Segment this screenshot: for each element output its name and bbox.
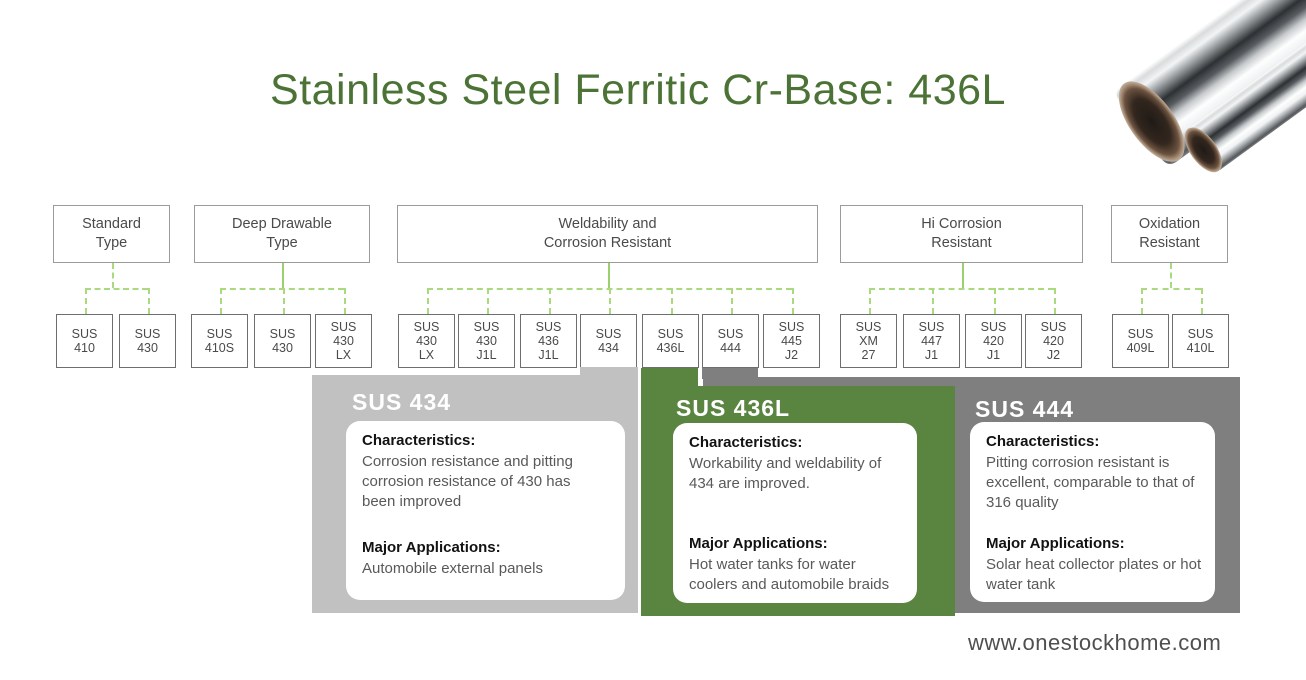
applications-text: Hot water tanks for water coolers and au… (689, 556, 890, 593)
card-heading-sus-436l: SUS 436L (676, 395, 791, 421)
characteristics-text: Workability and weldability of 434 are i… (689, 455, 882, 492)
sus-box-sus-xm-27: SUS XM 27 (840, 314, 897, 368)
website-url: www.onestockhome.com (968, 630, 1222, 655)
sus-436l-card: SUS 436L Characteristics: Workability an… (641, 386, 955, 616)
applications-label: Major Applications: (689, 535, 828, 552)
sus-box-sus-420-j2: SUS 420 J2 (1025, 314, 1082, 368)
sus-box-sus-436-j1l: SUS 436 J1L (520, 314, 577, 368)
sus-box-sus-430-lx: SUS 430 LX (315, 314, 372, 368)
connector-drop (791, 288, 794, 314)
connector-drop (670, 288, 673, 314)
sus-box-sus-434: SUS 434 (580, 314, 637, 368)
characteristics-label: Characteristics: (986, 433, 1100, 450)
sus-box-sus-420-j1: SUS 420 J1 (965, 314, 1022, 368)
category-box-2: Weldability and Corrosion Resistant (397, 205, 818, 263)
sus-436l-connector-tab (641, 368, 698, 388)
connector-drop (868, 288, 871, 314)
sus-box-sus-410s: SUS 410S (191, 314, 248, 368)
connector-drop (1200, 288, 1203, 314)
characteristics-label: Characteristics: (689, 434, 803, 451)
characteristics-text: Pitting corrosion resistant is excellent… (986, 454, 1195, 511)
sus-box-sus-447-j1: SUS 447 J1 (903, 314, 960, 368)
connector-stub (111, 263, 114, 288)
connector-drop (219, 288, 222, 314)
page-title: Stainless Steel Ferritic Cr-Base: 436L (270, 66, 1006, 114)
connector-drop (147, 288, 150, 314)
connector-drop (548, 288, 551, 314)
sus-box-sus-410: SUS 410 (56, 314, 113, 368)
pipe-opening-icon (1106, 70, 1198, 173)
characteristics-label: Characteristics: (362, 432, 476, 449)
connector-stub (961, 263, 964, 288)
connector-rail (219, 288, 344, 290)
sus-box-sus-430: SUS 430 (254, 314, 311, 368)
connector-stub (282, 263, 284, 288)
card-heading-sus-434: SUS 434 (352, 389, 452, 415)
card-panel: Characteristics: Corrosion resistance an… (346, 421, 625, 600)
connector-drop (84, 288, 87, 314)
connector-stub (607, 263, 610, 288)
card-panel: Characteristics: Workability and weldabi… (673, 423, 917, 603)
characteristics-text: Corrosion resistance and pitting corrosi… (362, 453, 573, 510)
connector-drop (282, 288, 285, 314)
sus-box-sus-430-j1l: SUS 430 J1L (458, 314, 515, 368)
card-panel: Characteristics: Pitting corrosion resis… (970, 422, 1215, 602)
connector-drop (931, 288, 934, 314)
sus-434-card: SUS 434 Characteristics: Corrosion resis… (312, 375, 638, 613)
sus-box-sus-430: SUS 430 (119, 314, 176, 368)
applications-text: Solar heat collector plates or hot water… (986, 556, 1202, 593)
category-box-0: Standard Type (53, 205, 170, 263)
card-heading-sus-444: SUS 444 (975, 396, 1075, 422)
sus-box-sus-445-j2: SUS 445 J2 (763, 314, 820, 368)
applications-label: Major Applications: (362, 539, 501, 556)
sus-444-connector-tab (702, 368, 758, 379)
connector-rail (868, 288, 1054, 290)
connector-rail (1140, 288, 1201, 290)
sus-box-sus-444: SUS 444 (702, 314, 759, 368)
sus-box-sus-430-lx: SUS 430 LX (398, 314, 455, 368)
sus-434-connector-tab (580, 367, 638, 377)
connector-rail (84, 288, 148, 290)
sus-box-sus-436l: SUS 436L (642, 314, 699, 368)
connector-drop (730, 288, 733, 314)
connector-drop (486, 288, 489, 314)
sus-box-sus-410l: SUS 410L (1172, 314, 1229, 368)
connector-drop (1140, 288, 1143, 314)
applications-text: Automobile external panels (362, 560, 543, 577)
category-box-4: Oxidation Resistant (1111, 205, 1228, 263)
connector-drop (426, 288, 429, 314)
connector-stub (1169, 263, 1172, 288)
category-box-1: Deep Drawable Type (194, 205, 370, 263)
applications-label: Major Applications: (986, 535, 1125, 552)
connector-drop (343, 288, 346, 314)
connector-drop (993, 288, 996, 314)
sus-box-sus-409l: SUS 409L (1112, 314, 1169, 368)
connector-drop (608, 288, 611, 314)
category-box-3: Hi Corrosion Resistant (840, 205, 1083, 263)
connector-drop (1053, 288, 1056, 314)
